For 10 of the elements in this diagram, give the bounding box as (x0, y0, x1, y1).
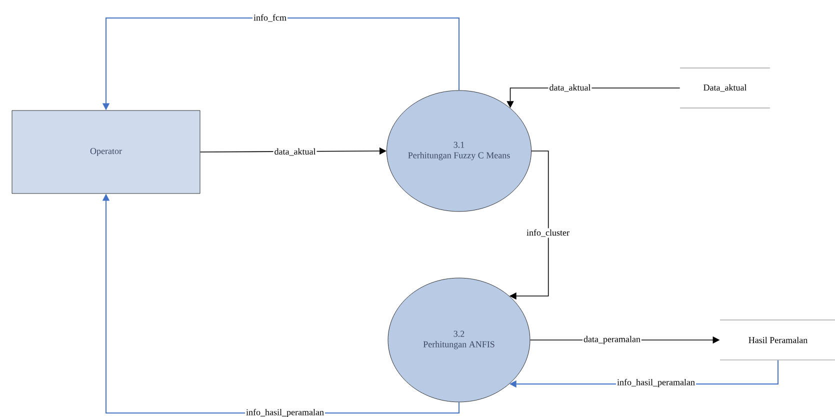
edge-label: data_aktual (548, 83, 592, 93)
edge-label: info_cluster (526, 228, 570, 238)
edge-label: data_aktual (273, 147, 317, 157)
edge-label: info_hasil_peramalan (245, 408, 325, 417)
data-store: Data_aktual (680, 68, 770, 108)
entity-box: Operator (12, 110, 200, 194)
edge-label: info_hasil_peramalan (616, 378, 696, 388)
edge-label: info_fcm (252, 13, 288, 23)
data-store: Hasil Peramalan (720, 320, 835, 360)
edge-label: data_peramalan (582, 334, 642, 346)
